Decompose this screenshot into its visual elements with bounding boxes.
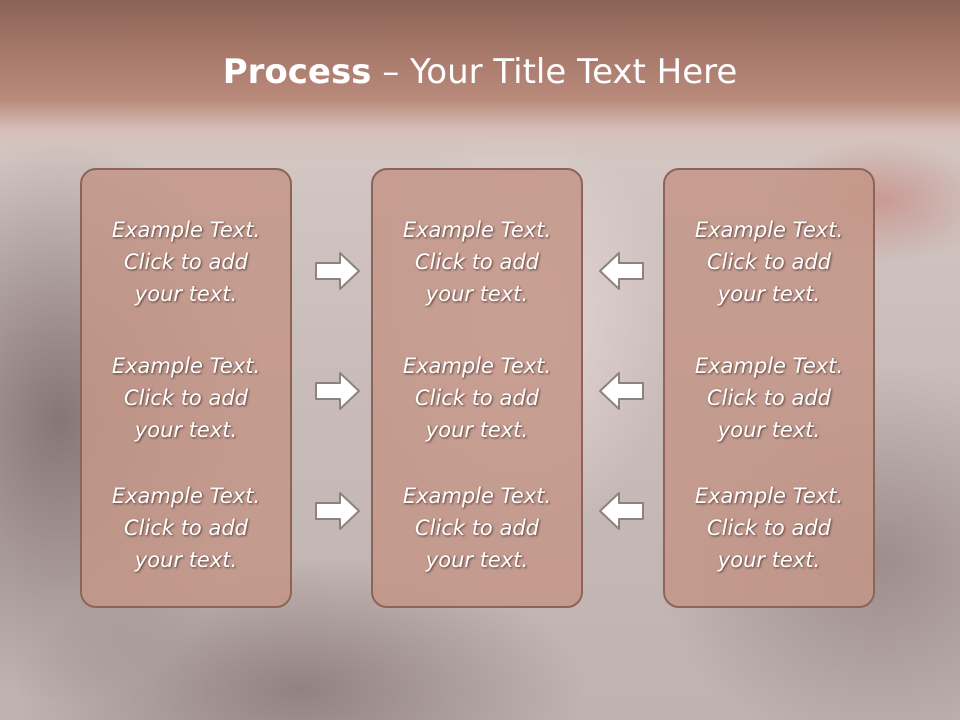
- text-block[interactable]: Example Text. Click to add your text.: [373, 350, 581, 446]
- right-arrow-icon: [315, 372, 360, 410]
- text-line: Click to add: [414, 250, 539, 274]
- text-block[interactable]: Example Text. Click to add your text.: [373, 214, 581, 310]
- text-line: Click to add: [123, 250, 248, 274]
- title-band: [0, 0, 960, 160]
- text-line: Example Text.: [694, 484, 844, 508]
- text-block[interactable]: Example Text. Click to add your text.: [665, 350, 873, 446]
- text-line: Example Text.: [111, 218, 261, 242]
- text-line: your text.: [425, 548, 529, 572]
- text-line: Example Text.: [694, 218, 844, 242]
- text-line: your text.: [717, 418, 821, 442]
- text-line: your text.: [717, 548, 821, 572]
- text-line: Example Text.: [402, 484, 552, 508]
- text-line: Click to add: [706, 250, 831, 274]
- text-block[interactable]: Example Text. Click to add your text.: [82, 480, 290, 576]
- text-line: Example Text.: [111, 354, 261, 378]
- right-arrow-icon: [315, 252, 360, 290]
- text-line: your text.: [134, 418, 238, 442]
- text-line: your text.: [425, 418, 529, 442]
- text-line: Click to add: [123, 516, 248, 540]
- left-arrow-icon: [599, 372, 644, 410]
- text-block[interactable]: Example Text. Click to add your text.: [82, 350, 290, 446]
- text-line: Click to add: [123, 386, 248, 410]
- title-bold: Process: [222, 52, 372, 92]
- text-line: Example Text.: [402, 354, 552, 378]
- left-arrow-icon: [599, 492, 644, 530]
- text-line: your text.: [425, 282, 529, 306]
- text-block[interactable]: Example Text. Click to add your text.: [665, 480, 873, 576]
- text-block[interactable]: Example Text. Click to add your text.: [373, 480, 581, 576]
- text-line: Click to add: [706, 516, 831, 540]
- process-panel-right[interactable]: Example Text. Click to add your text. Ex…: [663, 168, 875, 608]
- process-panel-left[interactable]: Example Text. Click to add your text. Ex…: [80, 168, 292, 608]
- text-line: Click to add: [414, 516, 539, 540]
- process-panel-center[interactable]: Example Text. Click to add your text. Ex…: [371, 168, 583, 608]
- text-line: Example Text.: [111, 484, 261, 508]
- slide-title[interactable]: Process – Your Title Text Here: [0, 52, 960, 92]
- text-block[interactable]: Example Text. Click to add your text.: [82, 214, 290, 310]
- title-rest: – Your Title Text Here: [371, 52, 738, 92]
- text-line: your text.: [134, 548, 238, 572]
- left-arrow-icon: [599, 252, 644, 290]
- text-line: Click to add: [706, 386, 831, 410]
- text-line: Example Text.: [402, 218, 552, 242]
- text-line: Click to add: [414, 386, 539, 410]
- text-line: Example Text.: [694, 354, 844, 378]
- right-arrow-icon: [315, 492, 360, 530]
- text-block[interactable]: Example Text. Click to add your text.: [665, 214, 873, 310]
- text-line: your text.: [134, 282, 238, 306]
- text-line: your text.: [717, 282, 821, 306]
